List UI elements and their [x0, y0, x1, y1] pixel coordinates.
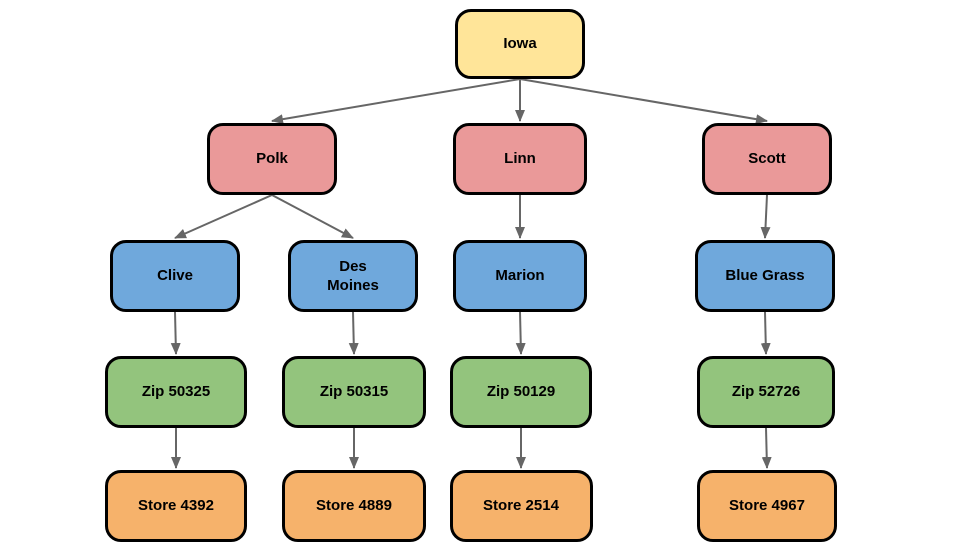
node-polk: Polk [207, 123, 337, 195]
node-label: Zip 52726 [731, 383, 801, 401]
node-store4889: Store 4889 [282, 470, 426, 542]
node-label: Zip 50315 [319, 383, 389, 401]
node-store4392: Store 4392 [105, 470, 247, 542]
node-scott: Scott [702, 123, 832, 195]
node-label: Store 4967 [729, 497, 805, 515]
node-clive: Clive [110, 240, 240, 312]
node-label: Zip 50129 [486, 383, 556, 401]
node-label: Store 2514 [483, 497, 559, 515]
node-label: Clive [157, 267, 193, 285]
node-label: Des Moines [327, 257, 379, 295]
node-linn: Linn [453, 123, 587, 195]
node-marion: Marion [453, 240, 587, 312]
node-store2514: Store 2514 [449, 470, 593, 542]
node-label: Blue Grass [725, 267, 805, 285]
node-label: Iowa [503, 35, 537, 53]
node-zip50325: Zip 50325 [105, 356, 247, 428]
node-label: Store 4392 [138, 497, 214, 515]
node-label: Store 4889 [316, 497, 392, 515]
node-label: Linn [504, 150, 536, 168]
node-zip52726: Zip 52726 [697, 356, 835, 428]
node-zip50129: Zip 50129 [450, 356, 592, 428]
node-store4967: Store 4967 [697, 470, 837, 542]
node-label: Scott [748, 150, 786, 168]
node-bluegrass: Blue Grass [695, 240, 835, 312]
node-label: Marion [495, 267, 545, 285]
node-label: Polk [256, 150, 288, 168]
node-desmoines: Des Moines [288, 240, 418, 312]
node-iowa: Iowa [455, 9, 585, 79]
node-label: Zip 50325 [141, 383, 211, 401]
node-zip50315: Zip 50315 [282, 356, 426, 428]
